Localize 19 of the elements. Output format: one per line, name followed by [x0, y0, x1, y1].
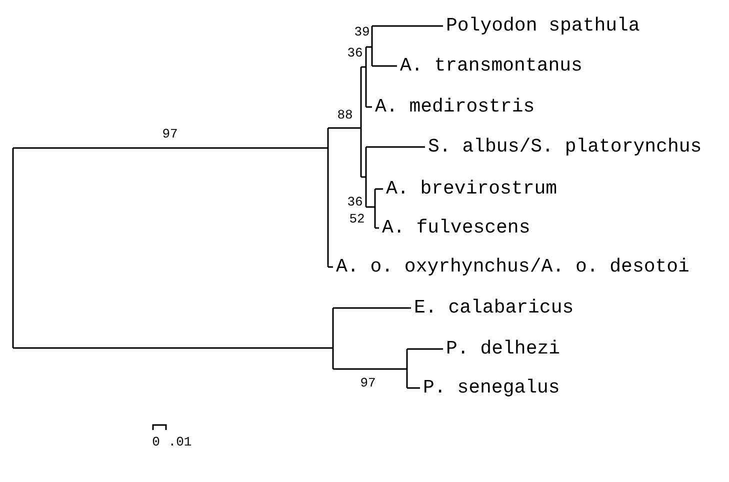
bootstrap-value: 39 [354, 26, 370, 38]
taxon-label: A. o. oxyrhynchus/A. o. desotoi [336, 258, 690, 276]
taxon-label: A. medirostris [375, 98, 535, 116]
taxon-label: A. transmontanus [400, 56, 582, 76]
taxon-label: P. delhezi [446, 340, 560, 358]
taxon-label: E. calabaricus [414, 298, 574, 318]
bootstrap-value: 52 [349, 212, 365, 226]
scale-value: 0 [152, 436, 160, 448]
scale-value: .01 [168, 436, 192, 448]
bootstrap-value: 97 [162, 128, 178, 140]
taxon-label: P. senegalus [423, 378, 560, 398]
bootstrap-value: 88 [337, 108, 353, 122]
taxon-label: S. albus/S. platorynchus [428, 138, 702, 156]
bootstrap-value: 36 [347, 196, 363, 208]
taxon-label: A. fulvescens [382, 218, 530, 238]
taxon-label: A. brevirostrum [386, 180, 558, 198]
taxon-label: Polyodon spathula [446, 16, 640, 36]
bootstrap-value: 97 [360, 376, 376, 390]
bootstrap-value: 36 [347, 46, 363, 60]
